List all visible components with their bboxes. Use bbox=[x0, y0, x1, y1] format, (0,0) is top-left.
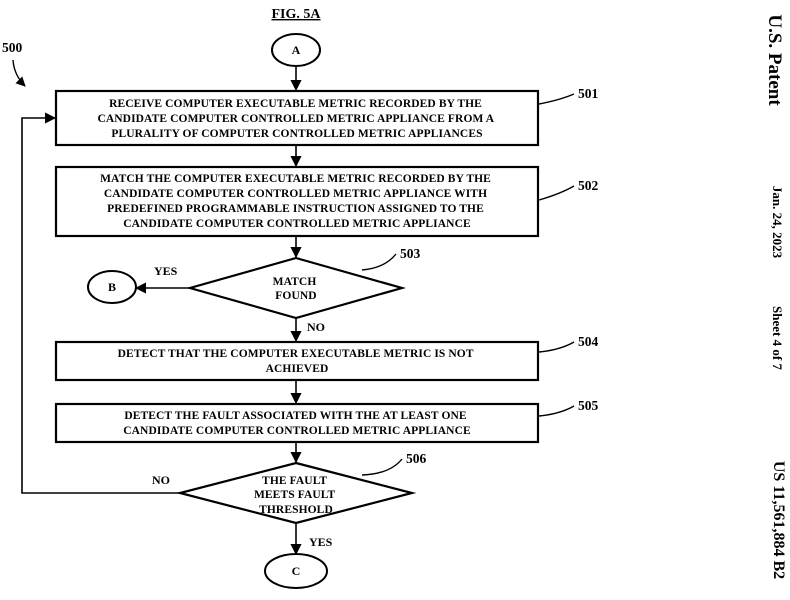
step-501-leader bbox=[538, 93, 575, 105]
patent-publisher: U.S. Patent bbox=[764, 14, 785, 106]
step-505-ref: 505 bbox=[578, 398, 599, 413]
step-502-text: MATCH THE COMPUTER EXECUTABLE METRIC REC… bbox=[100, 173, 494, 230]
step-504-ref: 504 bbox=[578, 334, 599, 349]
decision-506-text: THE FAULT MEETS FAULT THRESHOLD bbox=[254, 475, 338, 516]
figure-ref-label: 500 bbox=[2, 40, 23, 55]
step-505-text: DETECT THE FAULT ASSOCIATED WITH THE AT … bbox=[123, 410, 471, 437]
decision-506-yes: YES bbox=[309, 535, 333, 549]
decision-503-ref: 503 bbox=[400, 246, 421, 261]
step-502-ref: 502 bbox=[578, 178, 599, 193]
figure-ref-arrow bbox=[12, 59, 26, 87]
arrow-506-no-loop-to-501 bbox=[21, 112, 180, 494]
connector-c bbox=[264, 553, 328, 589]
decision-506-no: NO bbox=[152, 473, 170, 487]
step-505-leader bbox=[538, 405, 575, 417]
decision-503-leader bbox=[361, 253, 397, 271]
step-501-ref: 501 bbox=[578, 86, 599, 101]
connector-c-label: C bbox=[292, 564, 301, 578]
patent-sheet: Sheet 4 of 7 bbox=[770, 306, 785, 370]
connector-b-label: B bbox=[108, 280, 116, 294]
step-505-box bbox=[54, 402, 540, 444]
step-501-text: RECEIVE COMPUTER EXECUTABLE METRIC RECOR… bbox=[97, 98, 496, 140]
patent-number: US 11,561,884 B2 bbox=[770, 460, 787, 580]
decision-503-no: NO bbox=[307, 320, 325, 334]
decision-503 bbox=[185, 256, 407, 320]
step-502-leader bbox=[538, 185, 575, 201]
decision-506-leader bbox=[361, 458, 403, 476]
step-504-leader bbox=[538, 341, 575, 353]
flowchart: FIG. 5A 500 A RECEIVE COMPUTER EXECUTABL… bbox=[2, 7, 599, 589]
step-501-box bbox=[54, 89, 540, 147]
connector-a-label: A bbox=[292, 43, 301, 57]
decision-503-text: MATCH FOUND bbox=[273, 276, 320, 302]
decision-503-yes: YES bbox=[154, 264, 178, 278]
patent-date: Jan. 24, 2023 bbox=[770, 185, 785, 259]
decision-506-ref: 506 bbox=[406, 451, 427, 466]
connector-b bbox=[87, 270, 137, 304]
figure-title: FIG. 5A bbox=[272, 7, 322, 22]
step-504-text: DETECT THAT THE COMPUTER EXECUTABLE METR… bbox=[118, 348, 477, 375]
step-504-box bbox=[54, 340, 540, 382]
step-502-box bbox=[54, 165, 540, 238]
